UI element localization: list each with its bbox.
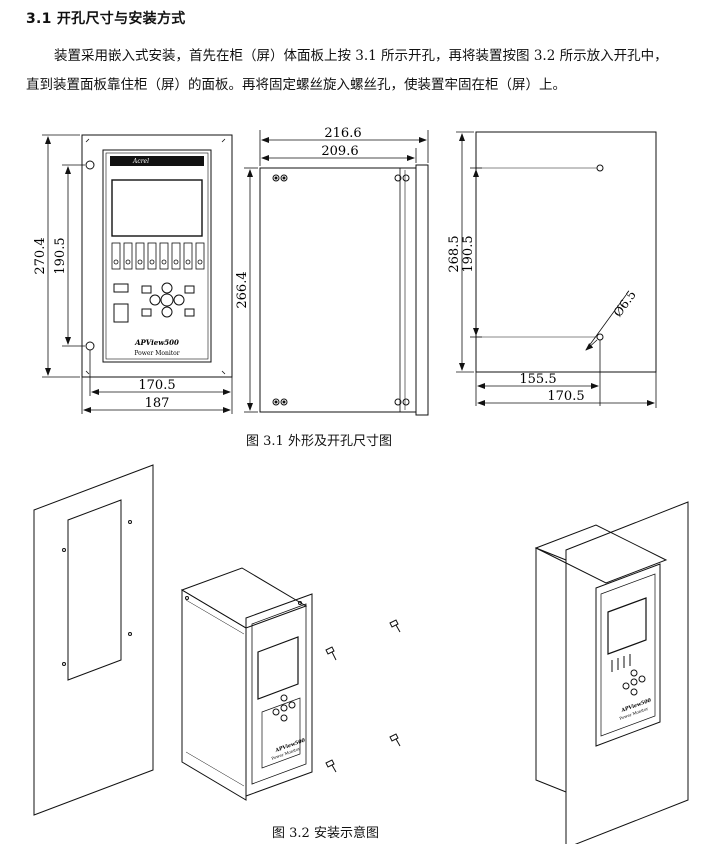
device-top: [180, 567, 308, 629]
mounting-panel: [565, 501, 689, 844]
cutout-dimensions: [456, 131, 657, 408]
ok-key: [160, 293, 174, 307]
iso-screen: [257, 636, 299, 700]
dim-cutout-height-inner: 190.5: [461, 235, 476, 272]
minus-key: [184, 308, 195, 317]
cutout-screw-hole: [596, 164, 604, 172]
down-key: [161, 306, 173, 318]
device-screen: [111, 179, 203, 237]
installed-screen: [607, 597, 647, 655]
front-dimensions: [42, 134, 233, 414]
port-cover: [113, 303, 129, 323]
cutout-screw-hole: [596, 333, 604, 341]
device-top-back: [534, 524, 668, 584]
panel-with-cutout: [33, 464, 154, 816]
dim-side-width-outer: 216.6: [324, 126, 361, 141]
mount-hole: [85, 160, 95, 170]
front-brand: Acrel: [132, 158, 149, 165]
dim-side-width-inner: 209.6: [321, 144, 358, 159]
front-subtitle-label: Power Monitor: [134, 350, 179, 357]
left-key: [149, 294, 161, 306]
dim-cutout-height-outer: 268.5: [447, 235, 462, 272]
dim-cutout-width-inner: 155.5: [519, 372, 556, 387]
device-side: [181, 589, 247, 801]
device-front-installed: [595, 563, 661, 747]
panel-cutout: [67, 499, 122, 681]
figure-3-1-caption: 图 3.1 外形及开孔尺寸图: [246, 434, 392, 449]
installed-device: [534, 501, 689, 844]
figure-3-2-caption: 图 3.2 安装示意图: [272, 826, 379, 841]
dim-hole-diameter: Ø6.5: [611, 288, 639, 320]
mount-hole: [85, 341, 95, 351]
device-isometric: [180, 567, 313, 801]
plus-key: [184, 285, 195, 294]
side-view: [259, 164, 429, 416]
right-key: [173, 294, 185, 306]
side-dimensions: [244, 130, 429, 413]
front-view: [81, 134, 233, 378]
dim-side-height: 266.4: [235, 271, 250, 308]
body-paragraph: 装置采用嵌入式安装，首先在柜（屏）体面板上按 3.1 所示开孔，再将装置按图 3…: [26, 48, 668, 93]
dim-cutout-width-outer: 170.5: [547, 389, 584, 404]
screws: [325, 619, 401, 773]
front-panel: [102, 149, 212, 363]
front-flange-outline: [81, 134, 233, 378]
figure-3-2: [33, 464, 689, 844]
side-flange: [415, 164, 429, 416]
dim-front-height-outer: 270.4: [33, 237, 48, 274]
section-heading: 3.1 开孔尺寸与安装方式: [26, 11, 186, 27]
dim-front-height-inner: 190.5: [53, 237, 68, 274]
side-body: [259, 167, 417, 413]
up-key: [161, 282, 173, 294]
dim-front-width-outer: 187: [145, 396, 170, 411]
front-model-label: APView500: [134, 338, 179, 347]
device-front-flange: [245, 593, 313, 797]
indicator-leds: [111, 242, 205, 270]
dim-front-width-inner: 170.5: [138, 378, 175, 393]
menu-button: [113, 283, 129, 293]
